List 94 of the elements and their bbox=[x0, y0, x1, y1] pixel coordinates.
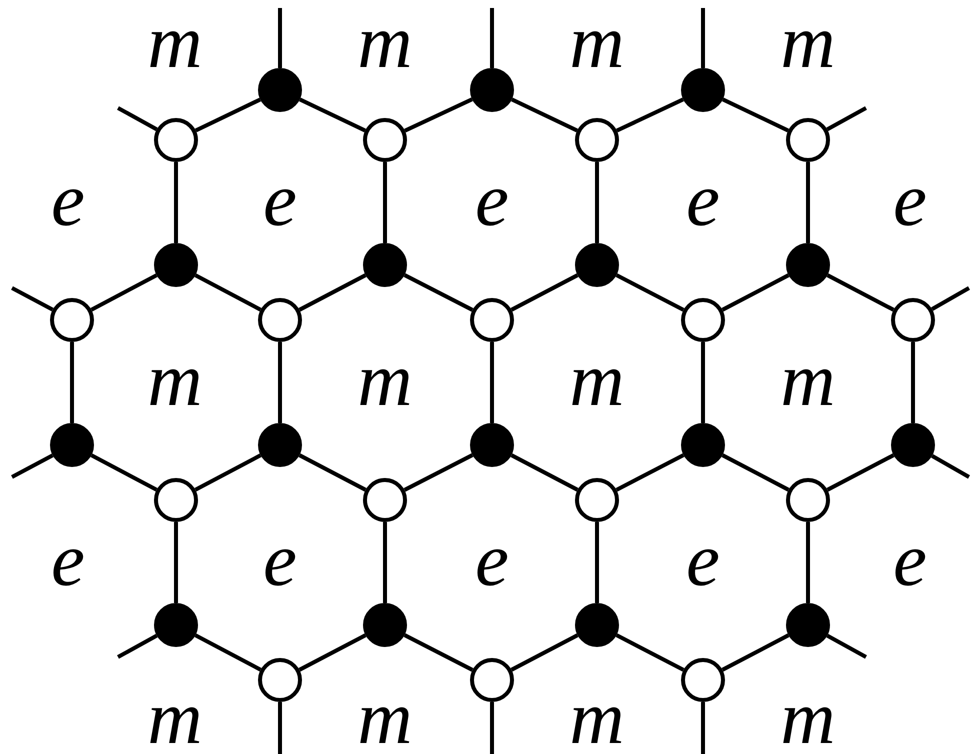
lattice-bond bbox=[298, 273, 366, 312]
anyon-label: m bbox=[148, 342, 202, 418]
lattice-bond bbox=[826, 634, 867, 659]
anyon-label: m bbox=[358, 342, 412, 418]
anyon-label: e bbox=[686, 522, 720, 598]
anyon-label: m bbox=[780, 4, 836, 80]
anyon-label: m bbox=[358, 4, 412, 80]
open-vertex bbox=[681, 298, 725, 342]
filled-vertex bbox=[258, 423, 302, 467]
open-vertex bbox=[681, 658, 725, 702]
filled-vertex bbox=[363, 243, 407, 287]
filled-vertex bbox=[681, 68, 725, 112]
anyon-label: e bbox=[475, 522, 509, 598]
lattice-bond bbox=[510, 453, 578, 492]
lattice-bond bbox=[722, 453, 790, 492]
filled-vertex bbox=[154, 243, 198, 287]
lattice-bond bbox=[826, 453, 894, 492]
lattice-bond bbox=[90, 454, 158, 492]
filled-vertex bbox=[470, 68, 514, 112]
lattice-bond bbox=[174, 522, 178, 603]
open-vertex bbox=[470, 658, 514, 702]
lattice-bond bbox=[383, 522, 387, 603]
lattice-bond bbox=[194, 634, 262, 672]
lattice-bond bbox=[383, 162, 387, 243]
lattice-bond bbox=[722, 273, 790, 312]
lattice-bond bbox=[278, 702, 282, 754]
lattice-bond bbox=[701, 342, 705, 423]
lattice-bond bbox=[510, 633, 578, 672]
filled-vertex bbox=[154, 603, 198, 647]
lattice-bond bbox=[278, 342, 282, 423]
lattice-bond bbox=[826, 273, 894, 312]
lattice-bond bbox=[595, 162, 599, 243]
lattice-bond bbox=[616, 453, 684, 492]
lattice-bond bbox=[911, 342, 915, 423]
filled-vertex bbox=[363, 603, 407, 647]
open-vertex bbox=[50, 298, 94, 342]
lattice-bond bbox=[806, 162, 810, 243]
open-vertex bbox=[575, 478, 619, 522]
open-vertex bbox=[470, 298, 514, 342]
filled-vertex bbox=[891, 423, 935, 467]
open-vertex bbox=[258, 658, 302, 702]
lattice-bond bbox=[701, 702, 705, 754]
anyon-label: e bbox=[51, 162, 85, 238]
lattice-bond bbox=[298, 453, 366, 492]
filled-vertex bbox=[470, 423, 514, 467]
lattice-bond bbox=[722, 633, 790, 672]
anyon-label: e bbox=[51, 522, 85, 598]
lattice-bond bbox=[806, 522, 810, 603]
anyon-label: m bbox=[570, 4, 624, 80]
lattice-bond bbox=[490, 8, 494, 68]
filled-vertex bbox=[681, 423, 725, 467]
anyon-label: e bbox=[263, 162, 297, 238]
open-vertex bbox=[154, 118, 198, 162]
anyon-label: e bbox=[686, 162, 720, 238]
open-vertex bbox=[575, 118, 619, 162]
lattice-bond bbox=[490, 702, 494, 754]
open-vertex bbox=[786, 118, 830, 162]
anyon-label: m bbox=[148, 4, 202, 80]
anyon-label: e bbox=[893, 522, 927, 598]
lattice-bond bbox=[616, 273, 684, 312]
lattice-bond bbox=[194, 274, 262, 312]
anyon-label: e bbox=[893, 162, 927, 238]
lattice-bond bbox=[278, 8, 282, 68]
anyon-label: m bbox=[570, 680, 624, 754]
filled-vertex bbox=[50, 423, 94, 467]
open-vertex bbox=[786, 478, 830, 522]
open-vertex bbox=[891, 298, 935, 342]
open-vertex bbox=[363, 118, 407, 162]
open-vertex bbox=[258, 298, 302, 342]
filled-vertex bbox=[786, 243, 830, 287]
anyon-label: m bbox=[358, 680, 412, 754]
lattice-bond bbox=[174, 162, 178, 243]
lattice-bond bbox=[194, 454, 262, 492]
lattice-bond bbox=[70, 342, 74, 423]
lattice-bond bbox=[595, 522, 599, 603]
anyon-label: m bbox=[148, 680, 202, 754]
lattice-bond bbox=[298, 633, 366, 672]
anyon-label: m bbox=[570, 342, 624, 418]
open-vertex bbox=[154, 478, 198, 522]
lattice-bond bbox=[510, 273, 578, 312]
lattice-bond bbox=[701, 8, 705, 68]
filled-vertex bbox=[786, 603, 830, 647]
lattice-bond bbox=[826, 106, 867, 132]
filled-vertex bbox=[575, 243, 619, 287]
filled-vertex bbox=[258, 68, 302, 112]
lattice-bond bbox=[90, 274, 158, 312]
open-vertex bbox=[363, 478, 407, 522]
anyon-label: m bbox=[780, 342, 836, 418]
anyon-label: m bbox=[780, 680, 836, 754]
filled-vertex bbox=[575, 603, 619, 647]
lattice-bond bbox=[616, 633, 684, 672]
lattice-bond bbox=[490, 342, 494, 423]
anyon-label: e bbox=[475, 162, 509, 238]
anyon-label: e bbox=[263, 522, 297, 598]
